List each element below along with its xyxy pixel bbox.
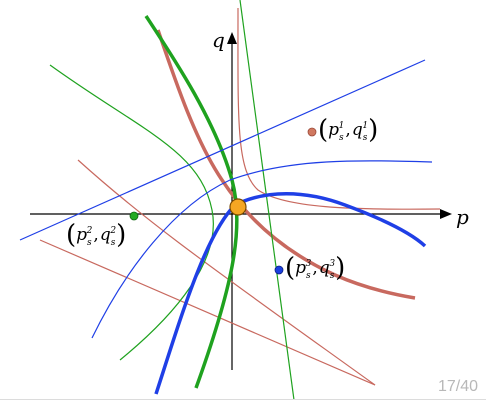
thick-blue-curve <box>154 192 427 395</box>
center-equilibrium-point <box>229 198 247 216</box>
p-axis-label: p <box>456 205 469 229</box>
equilibrium-point-1 <box>307 127 317 137</box>
equilibrium-point-2 <box>129 211 139 221</box>
q-axis-label: q <box>212 28 225 52</box>
thin-blue-line <box>19 59 426 241</box>
thick-green-curve <box>144 15 239 389</box>
equilibrium-point-3 <box>274 265 284 275</box>
thin-red-falling <box>77 159 376 386</box>
thin-green-line-steep <box>239 0 295 400</box>
thin-blue-curve-left <box>91 160 433 339</box>
thin-red-line <box>39 239 376 386</box>
p-axis-arrow <box>440 209 452 219</box>
q-axis-arrow <box>227 32 237 44</box>
thick-red-curve <box>156 29 416 300</box>
thin-red-hyperbola <box>237 7 441 210</box>
thin-green-curve-left <box>49 64 214 361</box>
page-number: 17/40 <box>437 378 478 395</box>
